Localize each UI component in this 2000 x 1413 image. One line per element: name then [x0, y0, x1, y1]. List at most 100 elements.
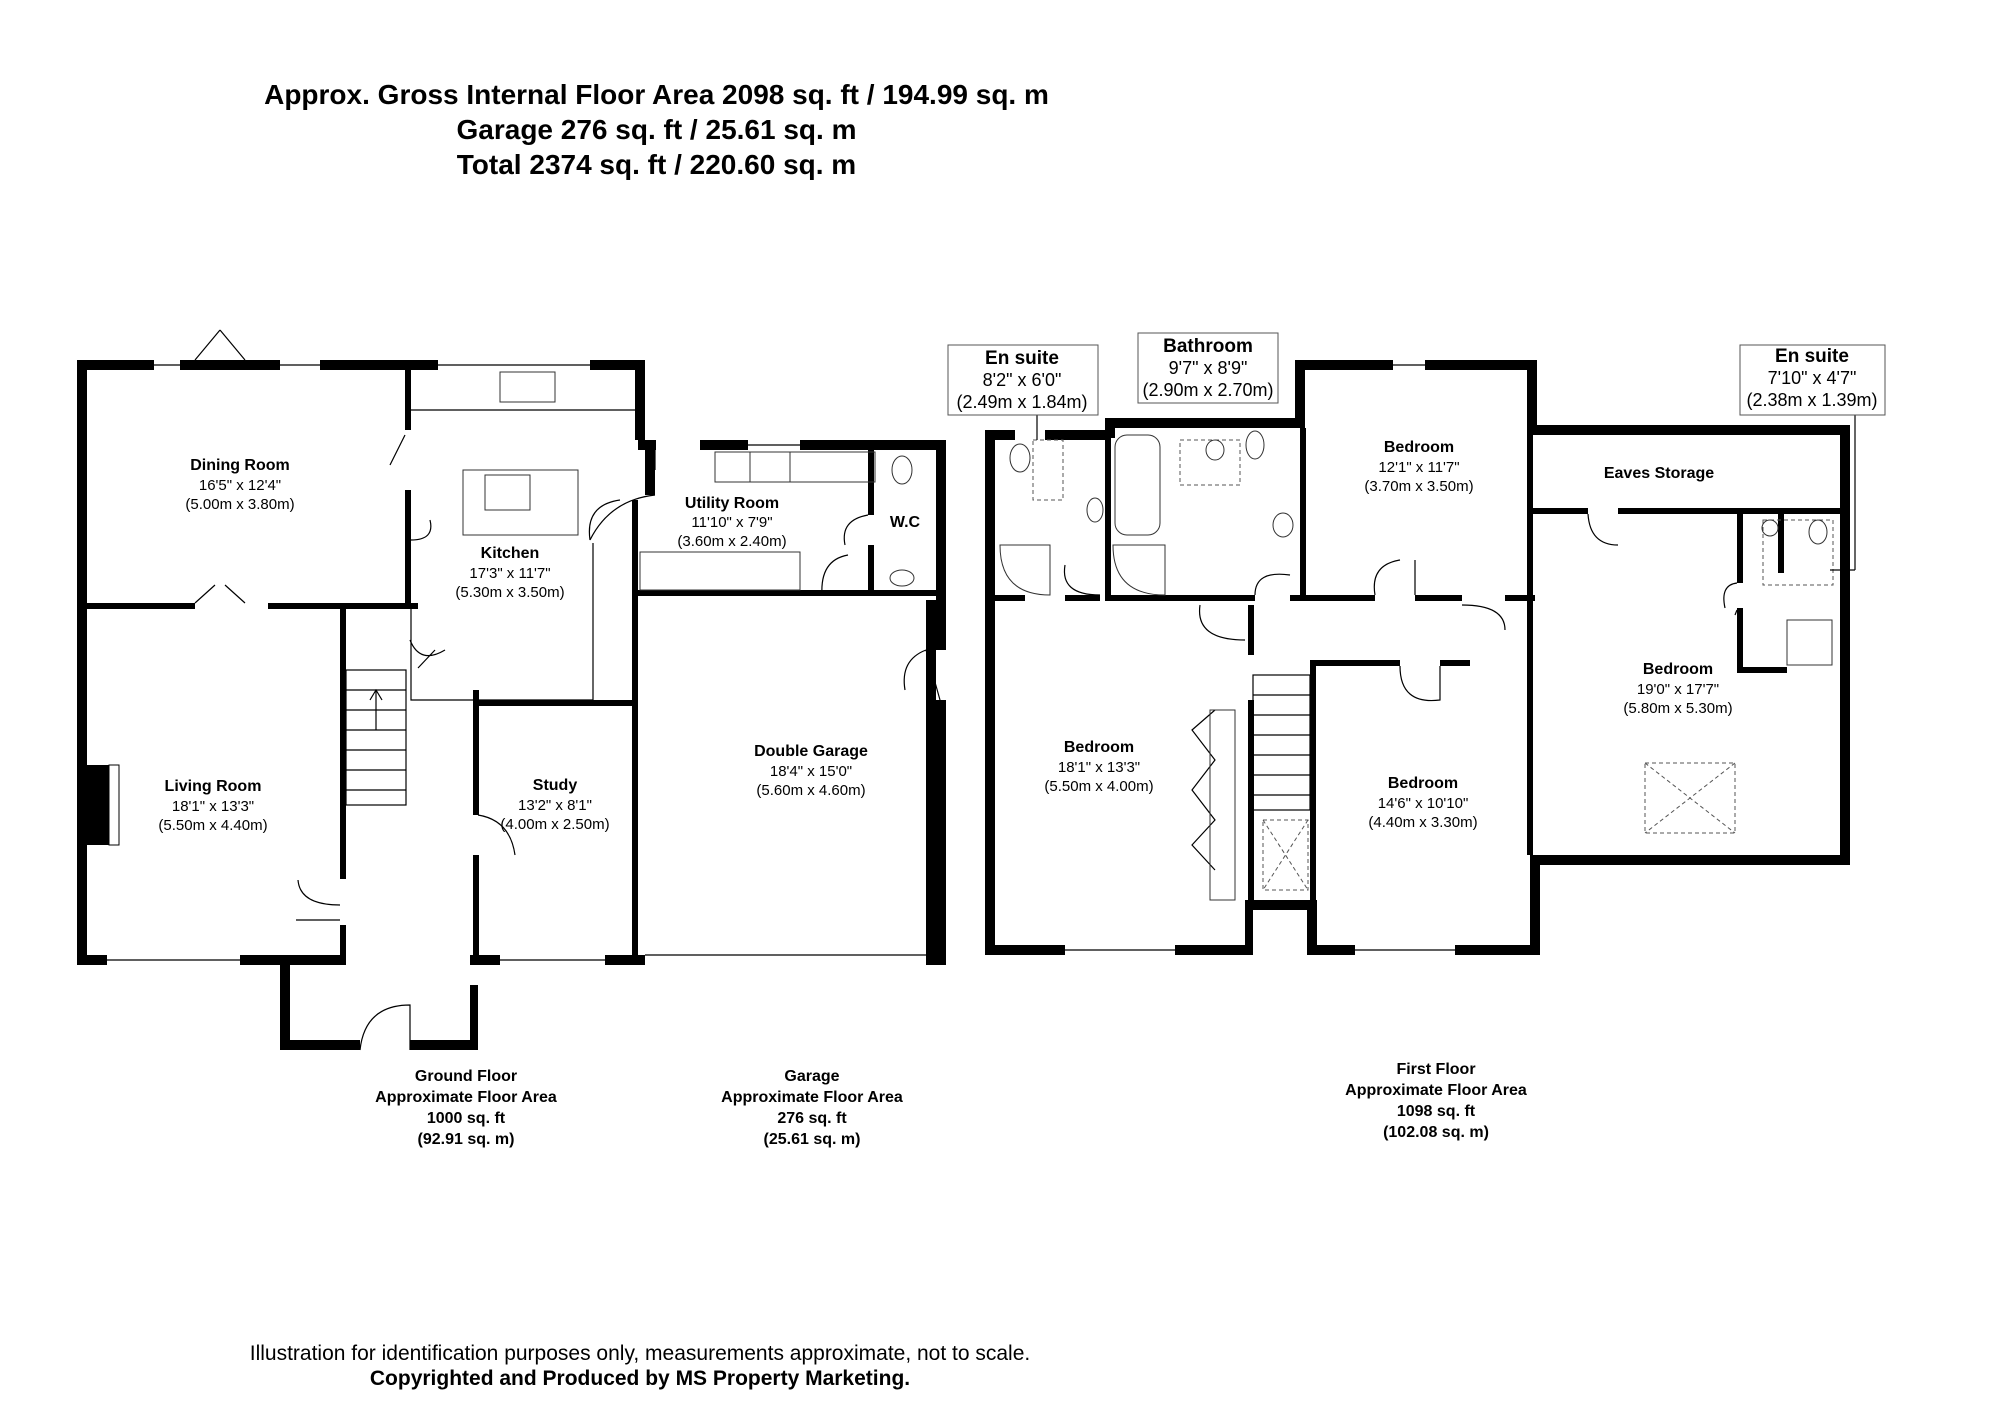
bedroom-top-metric: (3.70m x 3.50m): [1364, 478, 1473, 495]
wall: [1527, 360, 1537, 430]
wall: [280, 965, 290, 1050]
wall: [408, 360, 438, 370]
wall: [995, 595, 1025, 601]
wall: [410, 1040, 470, 1050]
ground-floor-sqm: (92.91 sq. m): [418, 1131, 515, 1148]
wall: [1248, 605, 1254, 655]
bathroom-imperial: 9'7" x 8'9": [1169, 358, 1248, 378]
double-garage-imperial: 18'4" x 15'0": [770, 763, 852, 780]
wall: [1300, 428, 1306, 598]
wall: [1415, 595, 1462, 601]
wall: [470, 955, 500, 965]
wall: [1310, 945, 1355, 955]
shower-icon: [1179, 439, 1241, 486]
garage-floor-title: Garage: [784, 1068, 839, 1085]
title-total-area: Total 2374 sq. ft / 220.60 sq. m: [456, 149, 857, 180]
bedroom-top-name: Bedroom: [1384, 439, 1454, 456]
footer-credit: Copyrighted and Produced by MS Property …: [369, 1367, 911, 1390]
bedroom-right-name: Bedroom: [1643, 661, 1713, 678]
bedroom-mid-imperial: 14'6" x 10'10": [1378, 795, 1469, 812]
wall: [1737, 608, 1743, 673]
first-floor-sqm: (102.08 sq. m): [1383, 1124, 1489, 1141]
wall: [1840, 425, 1850, 865]
ensuite-2-name: En suite: [1775, 346, 1849, 367]
toilet-icon: [891, 455, 913, 485]
wall: [1533, 508, 1588, 514]
utility-room-name: Utility Room: [685, 495, 779, 512]
title-gross-area: Approx. Gross Internal Floor Area 2098 s…: [264, 79, 1049, 110]
shower-icon: [1762, 519, 1834, 586]
wall: [868, 545, 874, 595]
first-floor-subtitle: Approximate Floor Area: [1345, 1082, 1527, 1099]
basin-icon: [1086, 497, 1104, 523]
bedroom-left-name: Bedroom: [1064, 739, 1134, 756]
wall: [1245, 900, 1253, 955]
living-room-imperial: 18'1" x 13'3": [172, 798, 254, 815]
wall: [340, 925, 346, 965]
garage-plan: [589, 440, 946, 965]
kitchen-name: Kitchen: [481, 545, 540, 562]
skylight-icon: [1262, 819, 1309, 891]
wc-name: W.C: [890, 514, 921, 531]
bathroom-metric: (2.90m x 2.70m): [1142, 380, 1273, 400]
wall: [77, 955, 107, 965]
sink-icon: [499, 371, 556, 403]
dining-room-name: Dining Room: [190, 457, 290, 474]
first-floor-title: First Floor: [1396, 1061, 1475, 1078]
bedroom-right-imperial: 19'0" x 17'7": [1637, 681, 1719, 698]
wall: [473, 700, 638, 706]
basin-icon: [1761, 519, 1779, 537]
ground-floor-plan: [77, 329, 645, 1051]
wall: [1527, 425, 1847, 435]
title-garage-area: Garage 276 sq. ft / 25.61 sq. m: [456, 114, 857, 145]
double-garage-name: Double Garage: [754, 743, 868, 760]
wall: [985, 945, 1065, 955]
ensuite-1-name: En suite: [985, 348, 1059, 369]
ground-floor-title: Ground Floor: [415, 1068, 517, 1085]
garage-floor-sqm: (25.61 sq. m): [764, 1131, 861, 1148]
wall: [632, 500, 638, 965]
wall: [985, 430, 1015, 440]
wall: [1737, 667, 1787, 673]
bedroom-mid-name: Bedroom: [1388, 775, 1458, 792]
living-room-metric: (5.50m x 4.40m): [158, 817, 267, 834]
wall: [1455, 945, 1540, 955]
study-metric: (4.00m x 2.50m): [500, 816, 609, 833]
kitchen-metric: (5.30m x 3.50m): [455, 584, 564, 601]
shower-tray-icon: [999, 544, 1051, 596]
staircase-icon: [1252, 674, 1311, 811]
ensuite-1-metric: (2.49m x 1.84m): [956, 392, 1087, 412]
dining-room-metric: (5.00m x 3.80m): [185, 496, 294, 513]
wall: [1527, 430, 1533, 602]
skylight-icon: [1644, 762, 1736, 834]
dining-room-imperial: 16'5" x 12'4": [199, 477, 281, 494]
wall: [800, 440, 930, 450]
kitchen-island: [462, 469, 579, 536]
wall: [1295, 360, 1393, 370]
wall: [936, 700, 946, 965]
kitchen-imperial: 17'3" x 11'7": [469, 565, 550, 582]
toilet-icon: [1808, 519, 1828, 545]
toilet-icon: [1009, 443, 1031, 473]
utility-room-metric: (3.60m x 2.40m): [677, 533, 786, 550]
study-imperial: 13'2" x 8'1": [518, 797, 592, 814]
wall: [1425, 360, 1535, 370]
garage-floor-sqft: 276 sq. ft: [777, 1110, 847, 1127]
bedroom-mid-metric: (4.40m x 3.30m): [1368, 814, 1477, 831]
wall: [1105, 595, 1255, 601]
bedroom-left-imperial: 18'1" x 13'3": [1058, 759, 1140, 776]
first-floor-sqft: 1098 sq. ft: [1397, 1103, 1476, 1120]
wall: [868, 440, 874, 515]
wall: [936, 440, 946, 650]
sink-icon: [749, 451, 791, 483]
hob-icon: [484, 474, 531, 511]
wall: [1300, 595, 1375, 601]
wall: [1737, 508, 1743, 583]
wall: [180, 360, 280, 370]
ground-floor-subtitle: Approximate Floor Area: [375, 1089, 557, 1106]
wall: [1250, 900, 1310, 910]
wall: [1527, 600, 1533, 855]
wall: [605, 955, 645, 965]
bath-icon: [1114, 434, 1161, 536]
